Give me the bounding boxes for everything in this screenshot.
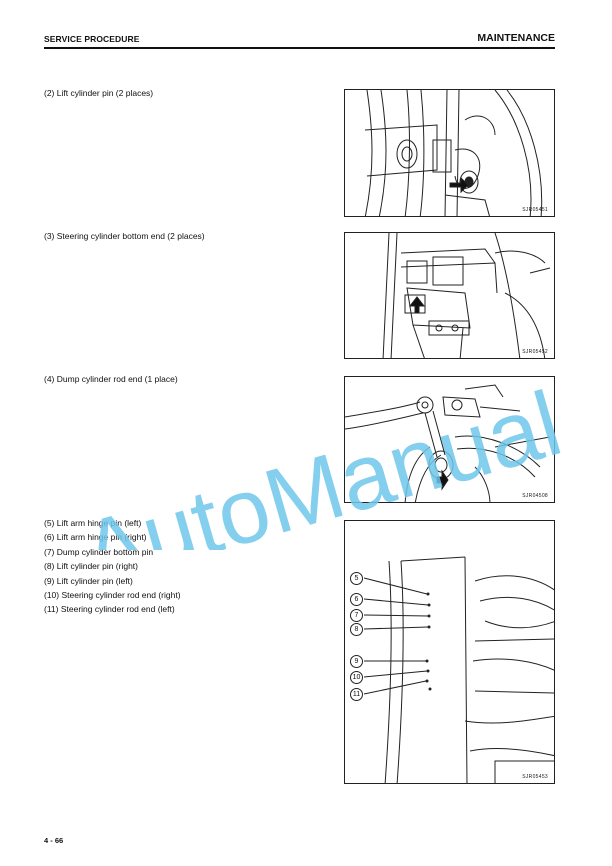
list-item: (11) Steering cylinder rod end (left) <box>44 604 175 615</box>
list-item: (5) Lift arm hinge pin (left) <box>44 518 142 528</box>
pointer-arrow-icon <box>408 296 426 314</box>
figure-lubrication-points: 5 6 7 8 9 10 11 SJR05453 <box>344 520 555 784</box>
callout-9: 9 <box>350 655 363 668</box>
callout-10: 10 <box>350 671 363 684</box>
figure-code: SJR05452 <box>522 349 548 355</box>
list-item: (6) Lift arm hinge pin (right) <box>44 532 147 543</box>
line-drawing-lift-cylinder <box>364 90 543 216</box>
figure-code: SJR04508 <box>522 493 548 499</box>
line-drawing-dump-cylinder <box>345 384 551 502</box>
list-item: (9) Lift cylinder pin (left) <box>44 575 133 586</box>
callout-leader-lines <box>363 577 429 695</box>
lubrication-point-list: (5) Lift arm hinge pin (left) (6) Lift a… <box>44 516 181 617</box>
line-drawing-loader-front <box>363 556 554 783</box>
pointer-arrow-icon <box>449 176 469 194</box>
figure-dump-cylinder-rod: SJR04508 <box>344 376 555 503</box>
header-divider <box>44 47 555 49</box>
callout-5: 5 <box>350 572 363 585</box>
caption-dump-cylinder-rod: (4) Dump cylinder rod end (1 place) <box>44 374 178 384</box>
chapter-title: MAINTENANCE <box>477 32 555 44</box>
caption-steering-cylinder-bottom: (3) Steering cylinder bottom end (2 plac… <box>44 231 205 241</box>
figure-code: SJR05451 <box>522 207 548 213</box>
callout-11: 11 <box>350 688 363 701</box>
callout-8: 8 <box>350 623 363 636</box>
figure-code: SJR05453 <box>522 774 548 780</box>
callout-7: 7 <box>350 609 363 622</box>
line-drawing-steering-cylinder <box>382 233 551 358</box>
caption-lift-cylinder-pin: (2) Lift cylinder pin (2 places) <box>44 88 154 98</box>
figure-steering-cylinder-bottom: SJR05452 <box>344 232 555 359</box>
lubrication-point-markers <box>425 592 432 691</box>
pointer-arrow-icon <box>436 469 449 491</box>
page-number: 4 - 66 <box>44 836 64 845</box>
list-item: (7) Dump cylinder bottom pin <box>44 546 154 557</box>
list-item: (8) Lift cylinder pin (right) <box>44 561 139 572</box>
callout-6: 6 <box>350 593 363 606</box>
list-item: (10) Steering cylinder rod end (right) <box>44 590 181 601</box>
section-title: SERVICE PROCEDURE <box>44 34 140 44</box>
figure-lift-cylinder-pin: SJR05451 <box>344 89 555 217</box>
